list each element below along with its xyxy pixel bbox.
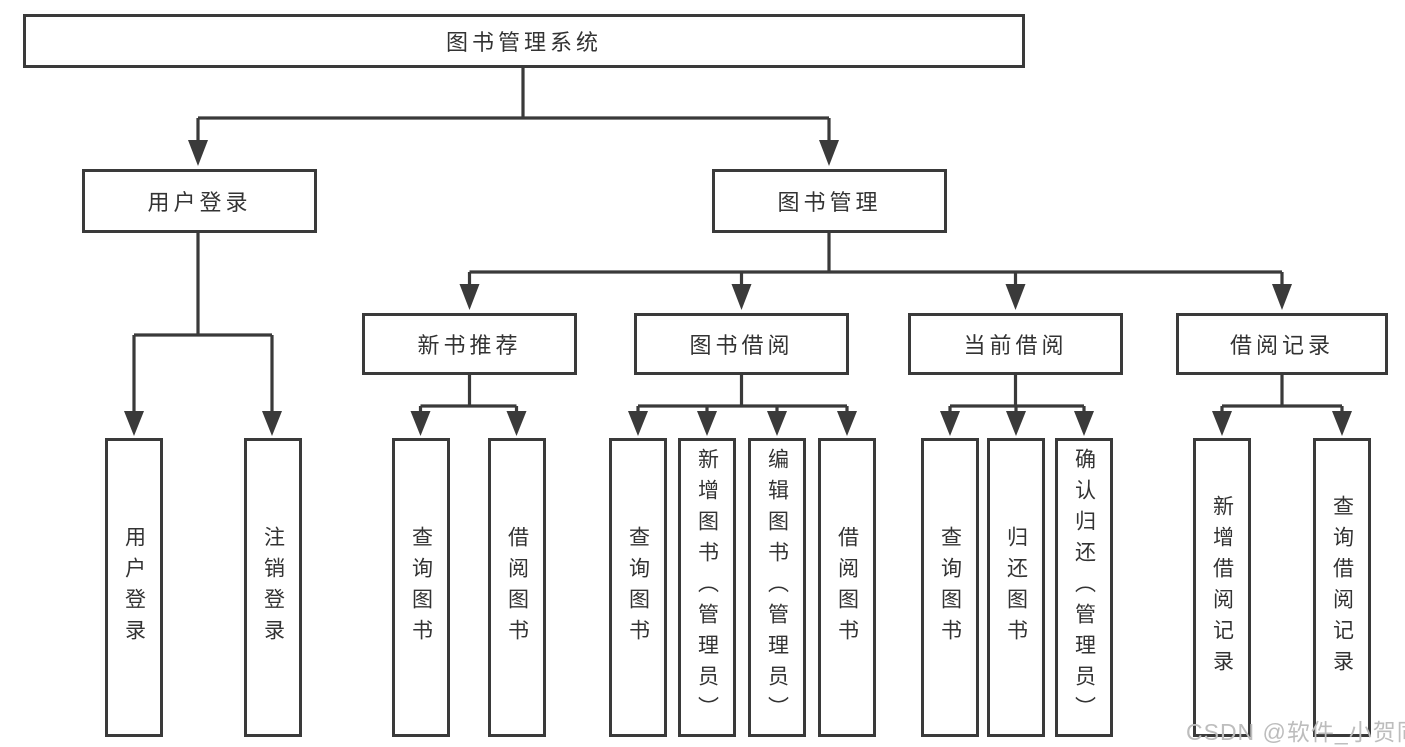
node-label: 图书借阅 xyxy=(689,333,794,358)
arrow-down-icon xyxy=(837,411,857,436)
arrow-down-icon xyxy=(697,411,717,436)
arrow-down-icon xyxy=(124,411,144,436)
node-user-login: 用户登录 xyxy=(82,169,317,233)
leaf-label: 归还图书 xyxy=(1004,525,1028,650)
leaf-borrow-books: 借阅图书 xyxy=(818,438,876,737)
leaf-confirm-return-admin: 确认归还（管理员） xyxy=(1055,438,1113,737)
leaf-logout: 注销登录 xyxy=(244,438,302,737)
node-label: 用户登录 xyxy=(147,190,252,215)
arrow-down-icon xyxy=(1074,411,1094,436)
leaf-label: 注销登录 xyxy=(261,525,285,650)
leaf-label: 查询图书 xyxy=(938,525,962,650)
node-label: 新书推荐 xyxy=(417,333,522,358)
connector-recommend-children xyxy=(410,375,527,436)
arrow-down-icon xyxy=(1006,411,1026,436)
leaf-query-books-borrow: 查询图书 xyxy=(609,438,667,737)
node-label: 图书管理 xyxy=(777,190,882,215)
leaf-label: 查询图书 xyxy=(626,525,650,650)
arrow-down-icon xyxy=(628,411,648,436)
leaf-label: 新增图书（管理员） xyxy=(695,448,719,727)
leaf-add-borrow-record: 新增借阅记录 xyxy=(1193,438,1251,737)
arrow-down-icon xyxy=(819,140,839,166)
leaf-label: 编辑图书（管理员） xyxy=(765,448,789,727)
arrow-down-icon xyxy=(1332,411,1352,436)
node-current-borrow: 当前借阅 xyxy=(908,313,1123,375)
arrow-down-icon xyxy=(506,411,527,436)
leaf-label: 用户登录 xyxy=(122,525,146,650)
arrow-down-icon xyxy=(1005,284,1026,310)
node-root-system: 图书管理系统 xyxy=(23,14,1025,68)
arrow-down-icon xyxy=(262,411,282,436)
node-label: 当前借阅 xyxy=(963,333,1068,358)
connector-current-children xyxy=(940,375,1094,436)
connector-records-children xyxy=(1212,375,1352,436)
connector-management-children xyxy=(459,233,1292,310)
arrow-down-icon xyxy=(1272,284,1292,310)
node-borrow-records: 借阅记录 xyxy=(1176,313,1388,375)
arrow-down-icon xyxy=(940,411,960,436)
arrow-down-icon xyxy=(767,411,787,436)
leaf-edit-book-admin: 编辑图书（管理员） xyxy=(748,438,806,737)
node-label: 图书管理系统 xyxy=(445,30,602,55)
arrow-down-icon xyxy=(459,284,480,310)
leaf-label: 借阅图书 xyxy=(505,525,529,650)
arrow-down-icon xyxy=(1212,411,1232,436)
node-new-book-recommend: 新书推荐 xyxy=(362,313,577,375)
leaf-borrow-books-recommend: 借阅图书 xyxy=(488,438,546,737)
leaf-label: 查询借阅记录 xyxy=(1330,494,1354,681)
watermark-text: CSDN @软件_小贺同学 xyxy=(1186,719,1405,745)
leaf-return-books: 归还图书 xyxy=(987,438,1045,737)
leaf-label: 确认归还（管理员） xyxy=(1072,448,1096,727)
leaf-query-books-recommend: 查询图书 xyxy=(392,438,450,737)
node-book-borrow: 图书借阅 xyxy=(634,313,849,375)
connector-borrow-children xyxy=(628,375,857,436)
arrow-down-icon xyxy=(188,140,208,166)
arrow-down-icon xyxy=(731,284,752,310)
leaf-label: 新增借阅记录 xyxy=(1210,494,1234,681)
arrow-down-icon xyxy=(410,411,431,436)
connector-root-to-branches xyxy=(188,68,839,166)
node-label: 借阅记录 xyxy=(1229,333,1334,358)
leaf-user-login: 用户登录 xyxy=(105,438,163,737)
leaf-label: 借阅图书 xyxy=(835,525,859,650)
leaf-query-borrow-record: 查询借阅记录 xyxy=(1313,438,1371,737)
connector-login-children xyxy=(124,233,282,436)
leaf-label: 查询图书 xyxy=(409,525,433,650)
leaf-add-book-admin: 新增图书（管理员） xyxy=(678,438,736,737)
leaf-query-books-current: 查询图书 xyxy=(921,438,979,737)
node-book-management: 图书管理 xyxy=(712,169,947,233)
